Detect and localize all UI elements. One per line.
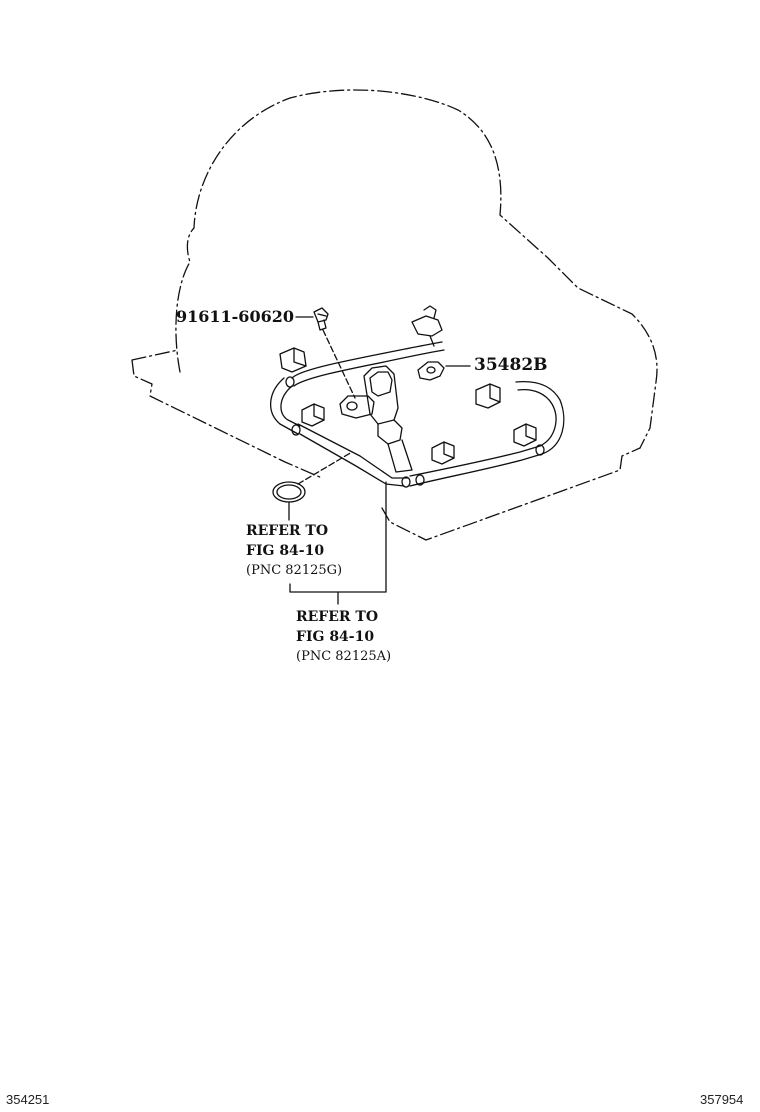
oil-pan-outline <box>131 349 641 541</box>
connector-center-bottom <box>431 441 455 465</box>
footer-left-id: 354251 <box>6 1092 50 1107</box>
clamp-part <box>417 361 445 381</box>
bolt-part-number: 91611-60620 <box>176 307 294 326</box>
harness-leader-bracket <box>289 481 387 605</box>
connector-top-clip <box>411 305 443 347</box>
harness-ref-pnc: (PNC 82125A) <box>296 649 392 664</box>
o-ring-part <box>272 481 306 503</box>
o-ring-reference-note: REFER TO FIG 84-10 (PNC 82125G) <box>246 521 342 581</box>
o-ring-install-phantom <box>297 451 353 485</box>
o-ring-ref-line2: FIG 84-10 <box>246 543 325 559</box>
bolt-install-phantom <box>322 329 356 399</box>
harness-reference-note: REFER TO FIG 84-10 (PNC 82125A) <box>296 607 391 667</box>
harness-ref-line2: FIG 84-10 <box>296 629 375 645</box>
connector-right-lower <box>513 423 537 447</box>
o-ring-ref-pnc: (PNC 82125G) <box>246 563 343 578</box>
connector-left-inner <box>301 403 325 427</box>
wire-harness <box>270 341 565 488</box>
transmission-housing-outline <box>175 89 658 449</box>
connector-top-left <box>279 347 307 373</box>
connector-right-upper <box>475 383 501 409</box>
o-ring-ref-line1: REFER TO <box>246 523 329 539</box>
footer-right-id: 357954 <box>700 1092 744 1107</box>
harness-ref-line1: REFER TO <box>296 609 379 625</box>
bolt-part <box>313 307 329 331</box>
clamp-part-number: 35482B <box>474 355 548 375</box>
speed-sensor <box>339 365 413 473</box>
